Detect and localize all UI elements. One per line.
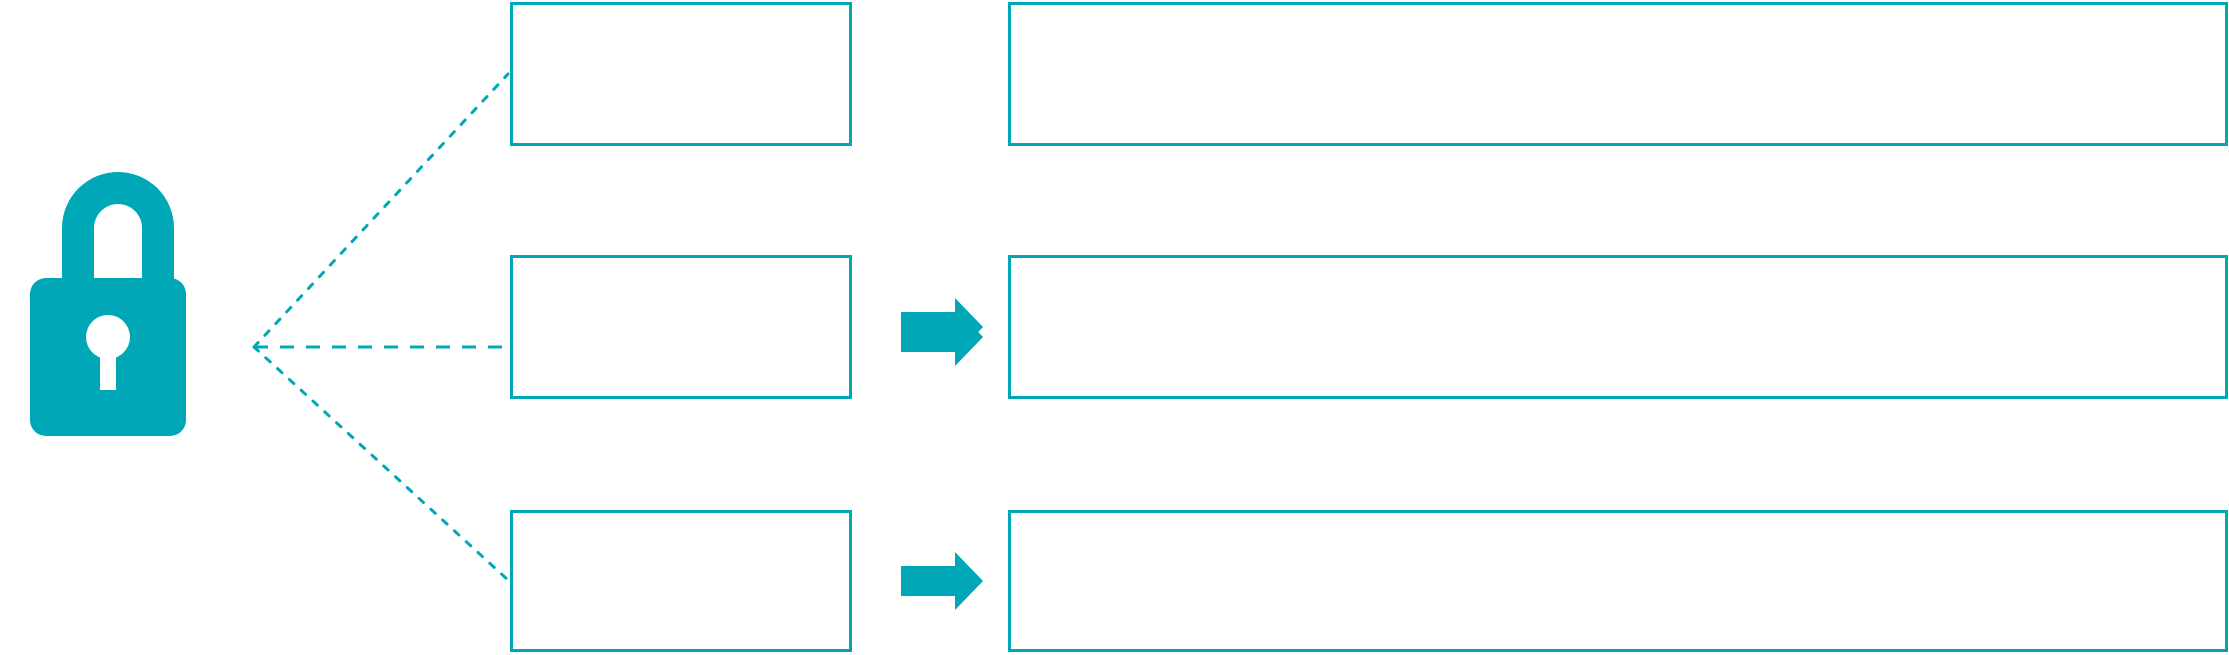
connector-to-row-1: [252, 72, 510, 349]
lock-shackle: [62, 172, 174, 288]
row-3-right-box[interactable]: [1008, 510, 2228, 652]
connector-to-row-3: [252, 345, 510, 582]
row-3-left-box[interactable]: [510, 510, 852, 652]
lock-icon: [30, 172, 186, 436]
lock-keyhole-circle: [86, 315, 130, 359]
row-1-right-box[interactable]: [1008, 2, 2228, 146]
connector-group: [252, 72, 510, 582]
lock-keyhole-stem: [100, 350, 116, 390]
row-2-left-box[interactable]: [510, 255, 852, 399]
row-2-arrow-icon: [901, 298, 983, 356]
row-2-right-box[interactable]: [1008, 255, 2228, 399]
row-1-left-box[interactable]: [510, 2, 852, 146]
row-3-arrow-icon: [901, 552, 983, 610]
